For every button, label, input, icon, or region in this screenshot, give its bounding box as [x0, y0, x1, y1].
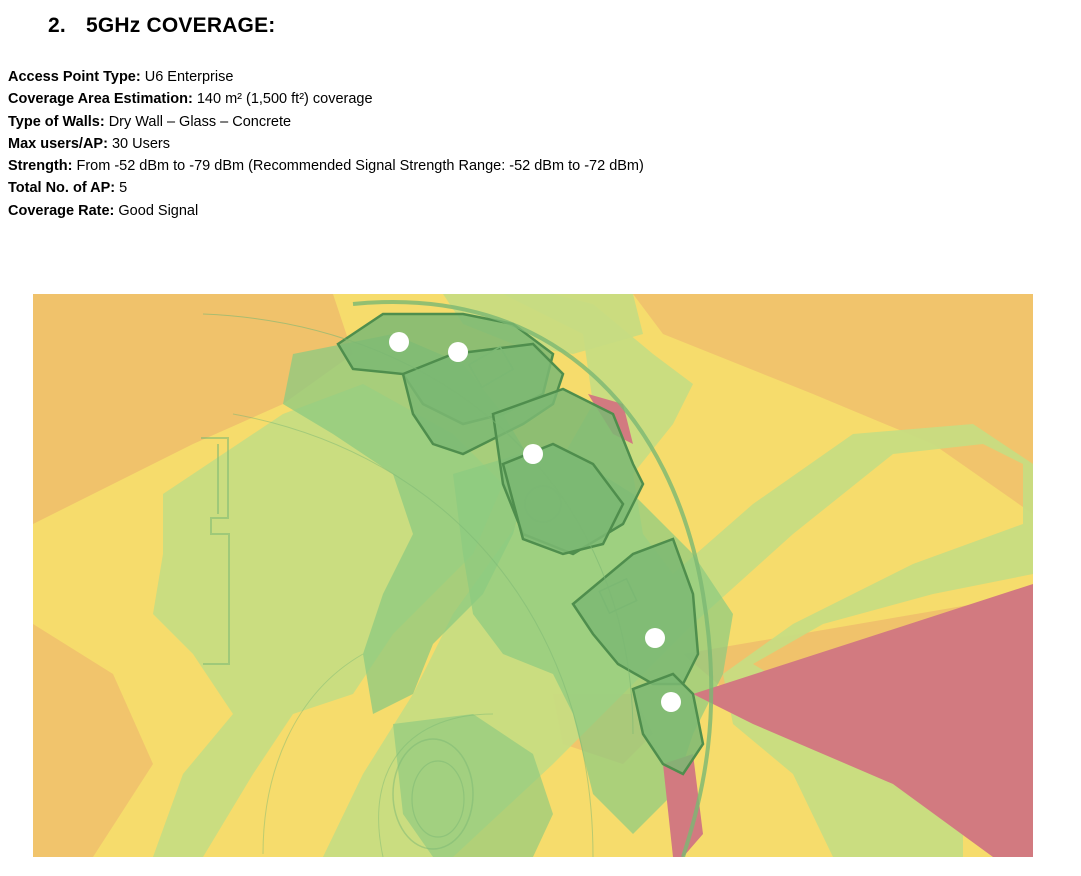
spec-wall-types: Type of Walls: Dry Wall – Glass – Concre… — [8, 111, 644, 133]
landscape-loop — [411, 760, 465, 838]
coverage-zone-red — [693, 584, 1033, 857]
access-points — [389, 332, 681, 712]
spec-value: Dry Wall – Glass – Concrete — [108, 113, 292, 130]
spec-max-users: Max users/AP: 30 Users — [8, 133, 644, 155]
heatmap-canvas — [33, 294, 1033, 857]
spec-value: 140 m² (1,500 ft²) coverage — [196, 91, 373, 108]
spec-value: Good Signal — [118, 202, 199, 219]
coverage-zone-orange — [33, 624, 153, 857]
room-block — [571, 537, 700, 686]
access-point-marker-1 — [389, 332, 409, 352]
spec-label: Total No. of AP: — [8, 180, 116, 197]
spec-coverage-area: Coverage Area Estimation: 140 m² (1,500 … — [8, 88, 644, 110]
landscape-loop — [392, 738, 474, 850]
floor-plan — [202, 300, 714, 857]
coverage-zone-light-green — [443, 294, 643, 354]
section-number: 2. — [48, 14, 66, 37]
inner-arc-line — [378, 713, 494, 857]
coverage-zone-red — [663, 754, 703, 857]
furniture-bed — [467, 345, 515, 389]
furniture-table — [524, 485, 562, 523]
spec-strength: Strength: From -52 dBm to -79 dBm (Recom… — [8, 155, 644, 177]
structure-outline — [201, 437, 230, 665]
spec-value: 30 Users — [111, 135, 170, 152]
coverage-zone-orange — [33, 294, 353, 524]
spec-label: Strength: — [8, 158, 73, 175]
spec-value: U6 Enterprise — [144, 69, 234, 85]
spec-label: Coverage Area Estimation: — [8, 91, 193, 108]
coverage-heatmap — [33, 294, 1033, 857]
access-point-marker-5 — [661, 692, 681, 712]
coverage-zone-orange — [633, 294, 1033, 514]
spec-label: Access Point Type: — [8, 69, 141, 85]
left-structure — [201, 437, 230, 665]
inner-arc-line — [232, 413, 594, 857]
spec-value: 5 — [119, 180, 128, 197]
spec-value: From -52 dBm to -79 dBm (Recommended Sig… — [76, 158, 644, 175]
spec-label: Coverage Rate: — [8, 202, 115, 219]
spec-label: Max users/AP: — [8, 135, 108, 152]
spec-total-ap: Total No. of AP: 5 — [8, 177, 644, 199]
access-point-marker-2 — [448, 342, 468, 362]
furniture-bed — [598, 577, 638, 615]
outer-arc-wall — [352, 300, 714, 857]
access-point-marker-4 — [645, 628, 665, 648]
access-point-marker-3 — [523, 444, 543, 464]
spec-list: Access Point Type: U6 Enterprise Coverag… — [8, 66, 644, 222]
spec-access-point-type: Access Point Type: U6 Enterprise — [8, 66, 644, 88]
inner-arc-line — [202, 313, 634, 735]
spec-label: Type of Walls: — [8, 113, 105, 130]
room-block — [631, 672, 705, 776]
section-heading: 5GHz COVERAGE: — [86, 14, 276, 37]
section-title: 2. 5GHz COVERAGE: — [48, 14, 276, 38]
inner-arc-line — [262, 653, 364, 855]
spec-coverage-rate: Coverage Rate: Good Signal — [8, 200, 644, 222]
